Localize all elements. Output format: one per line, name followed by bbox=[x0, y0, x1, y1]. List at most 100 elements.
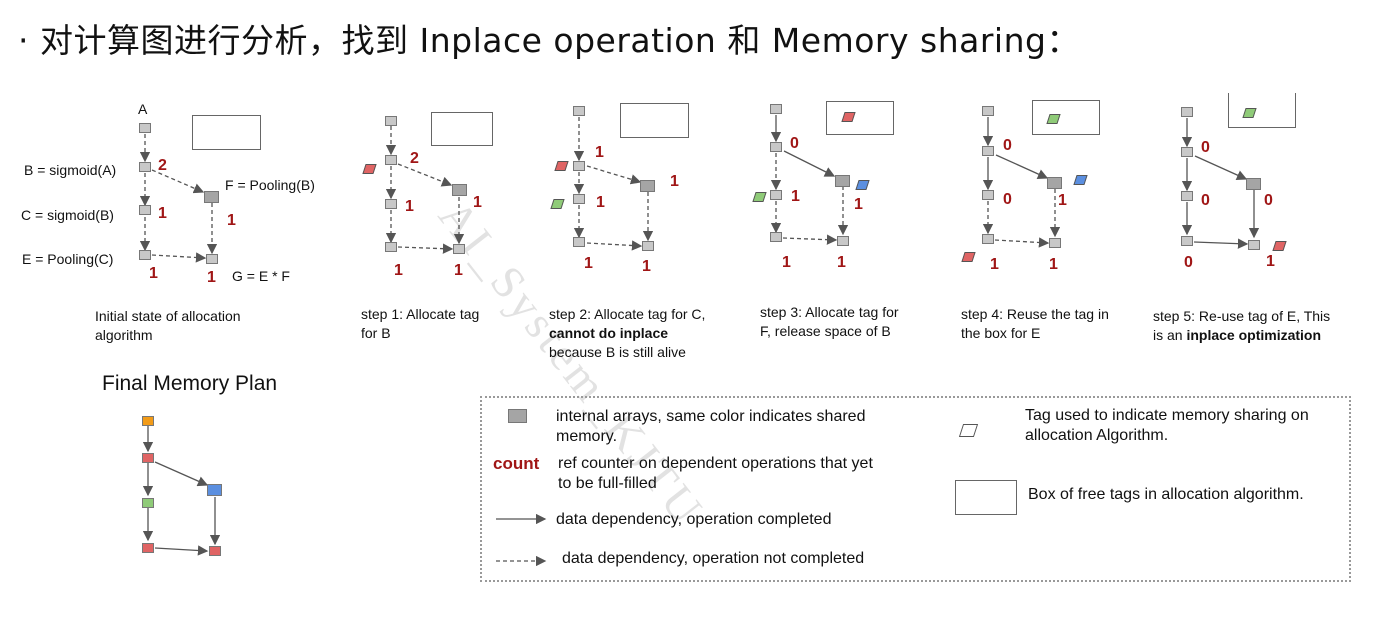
node-g bbox=[837, 236, 849, 246]
legend-tag: Tag used to indicate memory sharing on a… bbox=[1025, 407, 1309, 444]
caption-step4: step 4: Reuse the tag in the box for E bbox=[961, 306, 1109, 341]
node-f bbox=[835, 175, 850, 187]
free-tag-box bbox=[620, 103, 689, 138]
count-c: 0 bbox=[1003, 191, 1012, 208]
count-b: 0 bbox=[1201, 139, 1210, 156]
page-title: · 对计算图进行分析，找到 Inplace operation 和 Memory… bbox=[18, 21, 1080, 60]
caption-step5: step 5: Re-use tag of E, This is an inpl… bbox=[1153, 308, 1331, 343]
free-tag-box bbox=[192, 115, 261, 150]
node-b bbox=[1181, 147, 1193, 157]
count-f: 0 bbox=[1264, 192, 1273, 209]
count-c: 1 bbox=[158, 205, 167, 222]
count-c: 1 bbox=[596, 194, 605, 211]
node-c bbox=[1181, 191, 1193, 201]
free-tag-box bbox=[1228, 93, 1296, 128]
label-c: C = sigmoid(B) bbox=[21, 207, 114, 223]
count-e: 1 bbox=[990, 256, 999, 273]
node-a bbox=[982, 106, 994, 116]
label-b: B = sigmoid(A) bbox=[24, 162, 117, 178]
node-e bbox=[385, 242, 397, 252]
caption-step1: step 1: Allocate tag for B bbox=[361, 306, 480, 341]
count-f: 1 bbox=[854, 196, 863, 213]
legend bbox=[480, 396, 1351, 582]
count-g: 1 bbox=[1049, 256, 1058, 273]
node-e bbox=[982, 234, 994, 244]
node-b bbox=[770, 142, 782, 152]
node-b bbox=[142, 453, 154, 463]
node-c bbox=[573, 194, 585, 204]
node-a bbox=[139, 123, 151, 133]
label-a: A bbox=[138, 101, 148, 117]
count-b: 0 bbox=[1003, 137, 1012, 154]
node-e bbox=[573, 237, 585, 247]
label-f: F = Pooling(B) bbox=[225, 177, 315, 193]
node-g bbox=[1049, 238, 1061, 248]
count-g: 1 bbox=[454, 262, 463, 279]
node-g bbox=[1248, 240, 1260, 250]
count-f: 1 bbox=[473, 194, 482, 211]
count-e: 1 bbox=[149, 265, 158, 282]
node-g bbox=[642, 241, 654, 251]
free-tag-box bbox=[826, 101, 894, 135]
node-b bbox=[385, 155, 397, 165]
count-g: 1 bbox=[207, 269, 216, 286]
legend-internal-arrays: internal arrays, same color indicates sh… bbox=[556, 408, 866, 445]
node-c bbox=[142, 498, 154, 508]
node-f bbox=[204, 191, 219, 203]
node-e bbox=[142, 543, 154, 553]
node-g bbox=[209, 546, 221, 556]
count-e: 1 bbox=[394, 262, 403, 279]
count-b: 2 bbox=[410, 150, 419, 167]
legend-dep-completed: data dependency, operation completed bbox=[556, 511, 832, 528]
free-tag-box bbox=[1032, 100, 1100, 135]
count-b: 2 bbox=[158, 157, 167, 174]
node-e bbox=[139, 250, 151, 260]
node-a bbox=[770, 104, 782, 114]
node-a bbox=[142, 416, 154, 426]
node-f bbox=[1047, 177, 1062, 189]
legend-count-word: count bbox=[493, 454, 540, 473]
node-f bbox=[207, 484, 222, 496]
count-c: 0 bbox=[1201, 192, 1210, 209]
node-c bbox=[770, 190, 782, 200]
node-a bbox=[385, 116, 397, 126]
caption-step2: step 2: Allocate tag for C, cannot do in… bbox=[549, 306, 706, 360]
count-f: 1 bbox=[1058, 192, 1067, 209]
count-f: 1 bbox=[670, 173, 679, 190]
node-f bbox=[640, 180, 655, 192]
count-e: 0 bbox=[1184, 254, 1193, 271]
legend-dep-not-completed: data dependency, operation not completed bbox=[562, 550, 865, 567]
count-f: 1 bbox=[227, 212, 236, 229]
count-g: 1 bbox=[642, 258, 651, 275]
caption-step3: step 3: Allocate tag for F, release spac… bbox=[760, 304, 899, 339]
node-c bbox=[139, 205, 151, 215]
count-g: 1 bbox=[1266, 253, 1275, 270]
node-c bbox=[385, 199, 397, 209]
count-c: 1 bbox=[405, 198, 414, 215]
node-b bbox=[982, 146, 994, 156]
node-e bbox=[1181, 236, 1193, 246]
count-b: 0 bbox=[790, 135, 799, 152]
node-c bbox=[982, 190, 994, 200]
legend-box: Box of free tags in allocation algorithm… bbox=[1028, 486, 1304, 503]
count-e: 1 bbox=[584, 255, 593, 272]
caption-initial: Initial state of allocation algorithm bbox=[95, 308, 241, 343]
free-tag-box-icon bbox=[955, 480, 1017, 515]
internal-array-icon bbox=[508, 409, 527, 423]
count-c: 1 bbox=[791, 188, 800, 205]
label-g: G = E * F bbox=[232, 268, 290, 284]
count-g: 1 bbox=[837, 254, 846, 271]
node-b bbox=[139, 162, 151, 172]
node-g bbox=[206, 254, 218, 264]
count-e: 1 bbox=[782, 254, 791, 271]
node-g bbox=[453, 244, 465, 254]
final-memory-plan-title: Final Memory Plan bbox=[102, 372, 278, 395]
node-e bbox=[770, 232, 782, 242]
label-e: E = Pooling(C) bbox=[22, 251, 114, 267]
node-b bbox=[573, 161, 585, 171]
legend-ref-counter: ref counter on dependent operations that… bbox=[558, 455, 873, 492]
count-b: 1 bbox=[595, 144, 604, 161]
node-a bbox=[1181, 107, 1193, 117]
free-tag-box bbox=[431, 112, 493, 146]
